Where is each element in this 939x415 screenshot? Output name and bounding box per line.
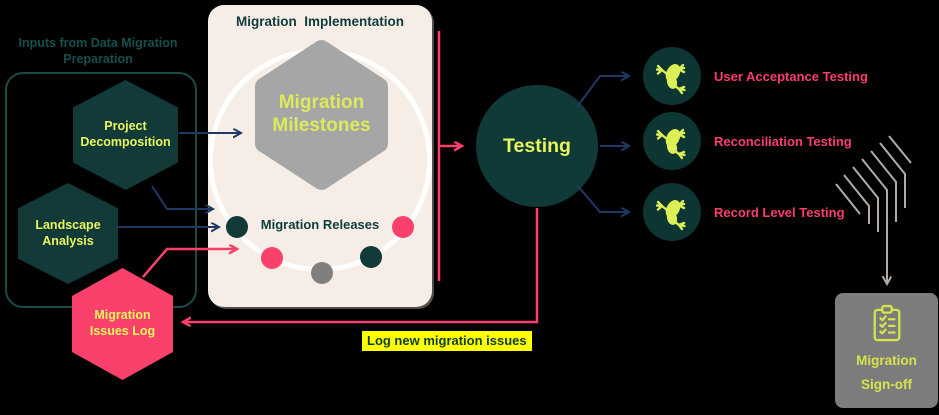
test-type-label: Reconciliation Testing	[714, 133, 852, 149]
test-type-reconciliation: Reconciliation Testing	[643, 112, 852, 170]
release-dot	[311, 262, 333, 284]
test-type-label: Record Level Testing	[714, 204, 845, 220]
hexagon-label: Landscape Analysis	[35, 217, 101, 248]
arrow-to-signoff	[861, 158, 887, 283]
milestones-label: Migration Milestones	[272, 92, 371, 136]
fan-line	[888, 135, 912, 164]
gray-hexagon-shape	[255, 40, 388, 190]
release-dot	[392, 216, 414, 238]
test-type-label: User Acceptance Testing	[714, 68, 868, 84]
release-dot	[226, 216, 248, 238]
arrow-testing-to-record-level	[576, 184, 628, 212]
fan-line	[879, 142, 906, 208]
release-dot	[261, 247, 283, 269]
test-type-record-level: Record Level Testing	[643, 183, 845, 241]
fan-line	[852, 166, 879, 232]
signoff-label: Migration Sign-off	[856, 353, 917, 392]
releases-label: Migration Releases	[260, 217, 380, 232]
migration-signoff-card: Migration Sign-off	[835, 293, 938, 408]
milestones-hexagon: Migration Milestones	[255, 40, 388, 190]
hexagon-label: Migration Issues Log	[89, 308, 156, 338]
fan-line	[870, 150, 897, 222]
release-dot	[360, 246, 382, 268]
frog-icon	[643, 183, 701, 241]
log-issues-note: Log new migration issues	[362, 331, 532, 351]
inputs-group-title: Inputs from Data Migration Preparation	[18, 36, 178, 67]
frog-icon	[643, 112, 701, 170]
migration-implementation-panel: Migration Implementation Migration Miles…	[208, 5, 432, 307]
frog-icon	[643, 47, 701, 105]
arrow-testing-to-uat	[576, 76, 628, 108]
testing-label: Testing	[503, 134, 571, 157]
clipboard-icon	[873, 304, 900, 342]
testing-circle: Testing	[476, 85, 598, 207]
test-type-user-acceptance: User Acceptance Testing	[643, 47, 868, 105]
hexagon-label: Project Decomposition	[80, 119, 171, 149]
fan-line	[843, 174, 870, 224]
panel-title: Migration Implementation	[235, 14, 404, 29]
